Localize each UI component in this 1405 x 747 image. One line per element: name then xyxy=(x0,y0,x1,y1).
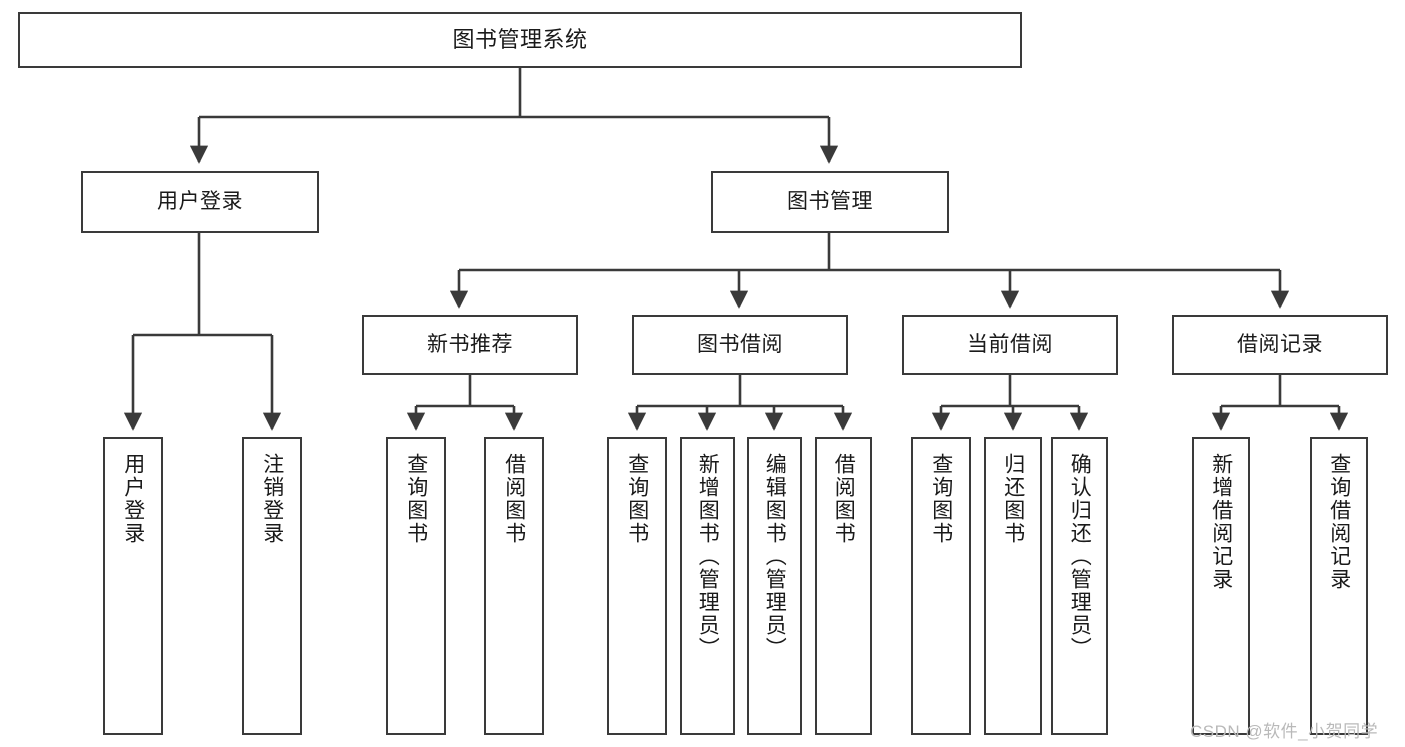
node-leaf-add-borrow-record[interactable]: 新增借阅记录 xyxy=(1192,437,1250,735)
node-user-login[interactable]: 用户登录 xyxy=(81,171,319,233)
node-leaf-logout-login[interactable]: 注销登录 xyxy=(242,437,302,735)
node-new-book-recommend-label: 新书推荐 xyxy=(427,332,513,356)
node-leaf-borrow-book-2[interactable]: 借阅图书 xyxy=(815,437,872,735)
node-leaf-return-book-label: 归还图书 xyxy=(1001,453,1025,545)
node-root[interactable]: 图书管理系统 xyxy=(18,12,1022,68)
node-leaf-query-borrow-record[interactable]: 查询借阅记录 xyxy=(1310,437,1368,735)
node-borrow-record[interactable]: 借阅记录 xyxy=(1172,315,1388,375)
node-leaf-borrow-book-2-label: 借阅图书 xyxy=(832,453,856,545)
node-new-book-recommend[interactable]: 新书推荐 xyxy=(362,315,578,375)
csdn-watermark: CSDN @软件_小贺同学 xyxy=(1190,722,1379,741)
node-book-manage[interactable]: 图书管理 xyxy=(711,171,949,233)
node-leaf-query-book-1[interactable]: 查询图书 xyxy=(386,437,446,735)
node-leaf-add-borrow-record-label: 新增借阅记录 xyxy=(1209,453,1233,591)
node-leaf-logout-login-label: 注销登录 xyxy=(260,453,284,545)
node-current-borrow[interactable]: 当前借阅 xyxy=(902,315,1118,375)
node-leaf-user-login[interactable]: 用户登录 xyxy=(103,437,163,735)
node-leaf-query-book-3[interactable]: 查询图书 xyxy=(911,437,971,735)
node-borrow-record-label: 借阅记录 xyxy=(1237,332,1323,356)
node-leaf-query-book-3-label: 查询图书 xyxy=(929,453,953,545)
node-book-manage-label: 图书管理 xyxy=(787,189,873,213)
node-leaf-confirm-return-admin-label: 确认归还（管理员） xyxy=(1068,453,1092,660)
node-leaf-confirm-return-admin[interactable]: 确认归还（管理员） xyxy=(1051,437,1108,735)
node-user-login-label: 用户登录 xyxy=(157,189,243,213)
node-root-label: 图书管理系统 xyxy=(452,27,588,53)
node-leaf-borrow-book-1-label: 借阅图书 xyxy=(502,453,526,545)
node-leaf-borrow-book-1[interactable]: 借阅图书 xyxy=(484,437,544,735)
node-book-borrow-label: 图书借阅 xyxy=(697,332,783,356)
node-leaf-edit-book-admin-label: 编辑图书（管理员） xyxy=(763,453,787,660)
node-book-borrow[interactable]: 图书借阅 xyxy=(632,315,848,375)
node-leaf-return-book[interactable]: 归还图书 xyxy=(984,437,1042,735)
node-leaf-add-book-admin[interactable]: 新增图书（管理员） xyxy=(680,437,735,735)
node-leaf-edit-book-admin[interactable]: 编辑图书（管理员） xyxy=(747,437,802,735)
node-leaf-query-book-2[interactable]: 查询图书 xyxy=(607,437,667,735)
node-leaf-query-book-1-label: 查询图书 xyxy=(404,453,428,545)
node-leaf-user-login-label: 用户登录 xyxy=(121,453,145,545)
node-leaf-add-book-admin-label: 新增图书（管理员） xyxy=(696,453,720,660)
node-leaf-query-borrow-record-label: 查询借阅记录 xyxy=(1327,453,1351,591)
node-current-borrow-label: 当前借阅 xyxy=(967,332,1053,356)
node-leaf-query-book-2-label: 查询图书 xyxy=(625,453,649,545)
